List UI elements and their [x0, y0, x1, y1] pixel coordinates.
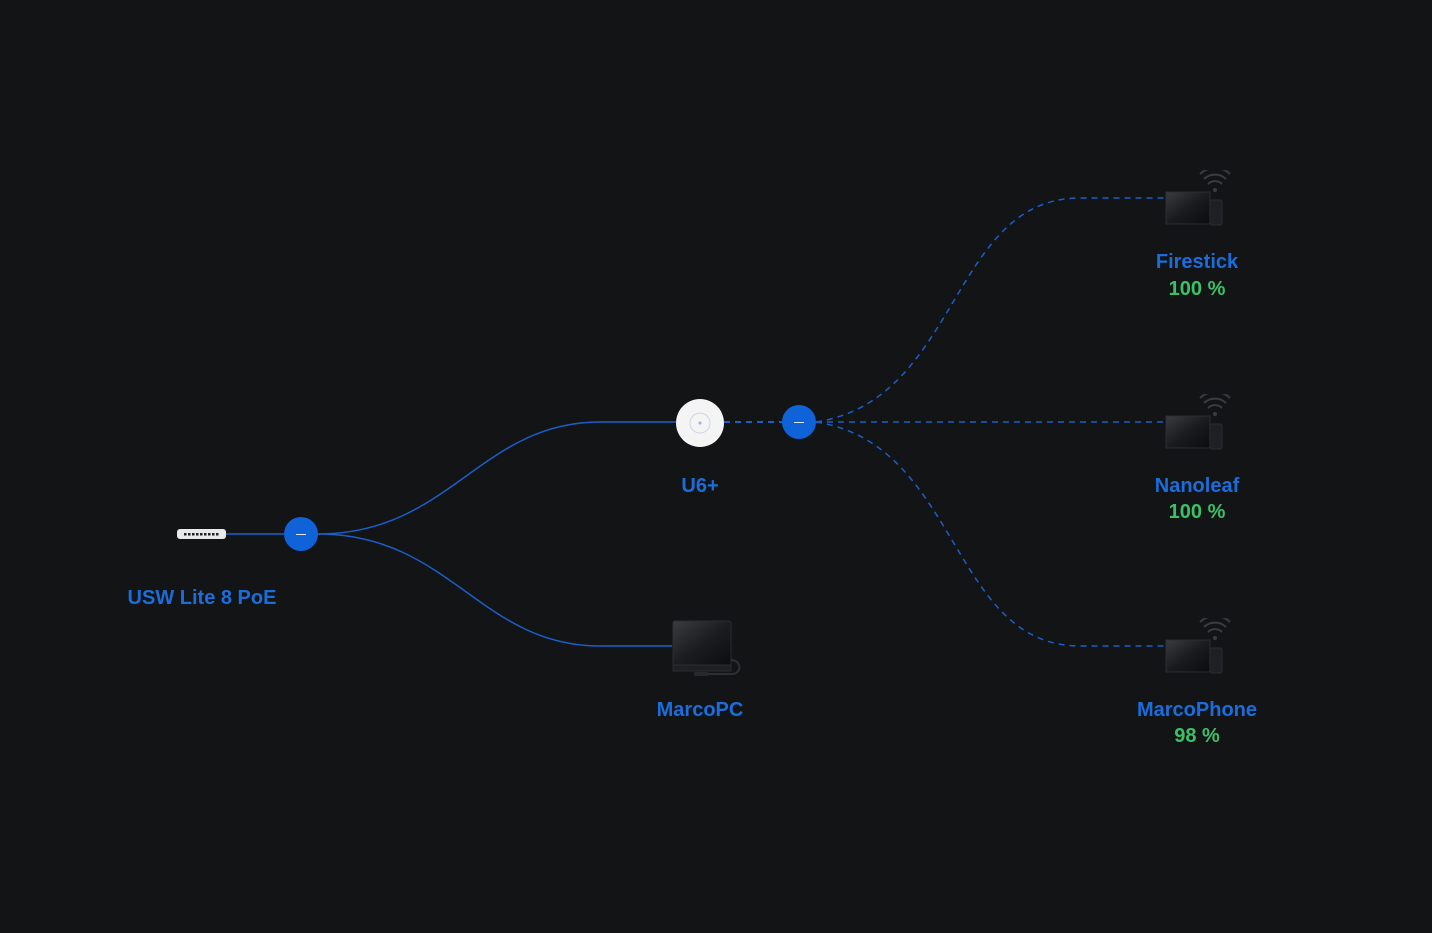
phone-label[interactable]: MarcoPhone: [1136, 699, 1258, 721]
nanoleaf-label[interactable]: Nanoleaf: [1154, 475, 1240, 497]
wireless-collapse-button[interactable]: [782, 405, 816, 439]
link-switch-pc: [317, 533, 672, 647]
wireless-client-icon: [1165, 167, 1231, 226]
switch-label[interactable]: USW Lite 8 PoE: [127, 587, 277, 609]
pc-node[interactable]: [670, 620, 742, 680]
wireless-client-icon: [1165, 391, 1231, 450]
phone-node[interactable]: [1164, 615, 1234, 676]
link-wireless-firestick: [815, 197, 1166, 423]
access-point-icon: [676, 399, 724, 447]
access-point-label[interactable]: U6+: [681, 475, 719, 497]
phone-signal: 98 %: [1174, 725, 1220, 747]
nanoleaf-node[interactable]: [1164, 391, 1234, 452]
pc-label[interactable]: MarcoPC: [656, 699, 744, 721]
wireless-client-icon: [1165, 615, 1231, 674]
firestick-node[interactable]: [1164, 167, 1234, 228]
nanoleaf-signal: 100 %: [1168, 501, 1226, 523]
switch-icon: [177, 529, 226, 539]
link-wireless-phone: [815, 421, 1166, 647]
link-switch-ap: [317, 421, 676, 535]
minus-icon: [296, 533, 306, 535]
access-point-node[interactable]: [675, 398, 725, 448]
laptop-icon: [672, 620, 741, 676]
firestick-label[interactable]: Firestick: [1155, 251, 1239, 273]
minus-icon: [794, 421, 804, 423]
switch-node[interactable]: [176, 526, 228, 542]
switch-collapse-button[interactable]: [284, 517, 318, 551]
firestick-signal: 100 %: [1168, 278, 1226, 300]
